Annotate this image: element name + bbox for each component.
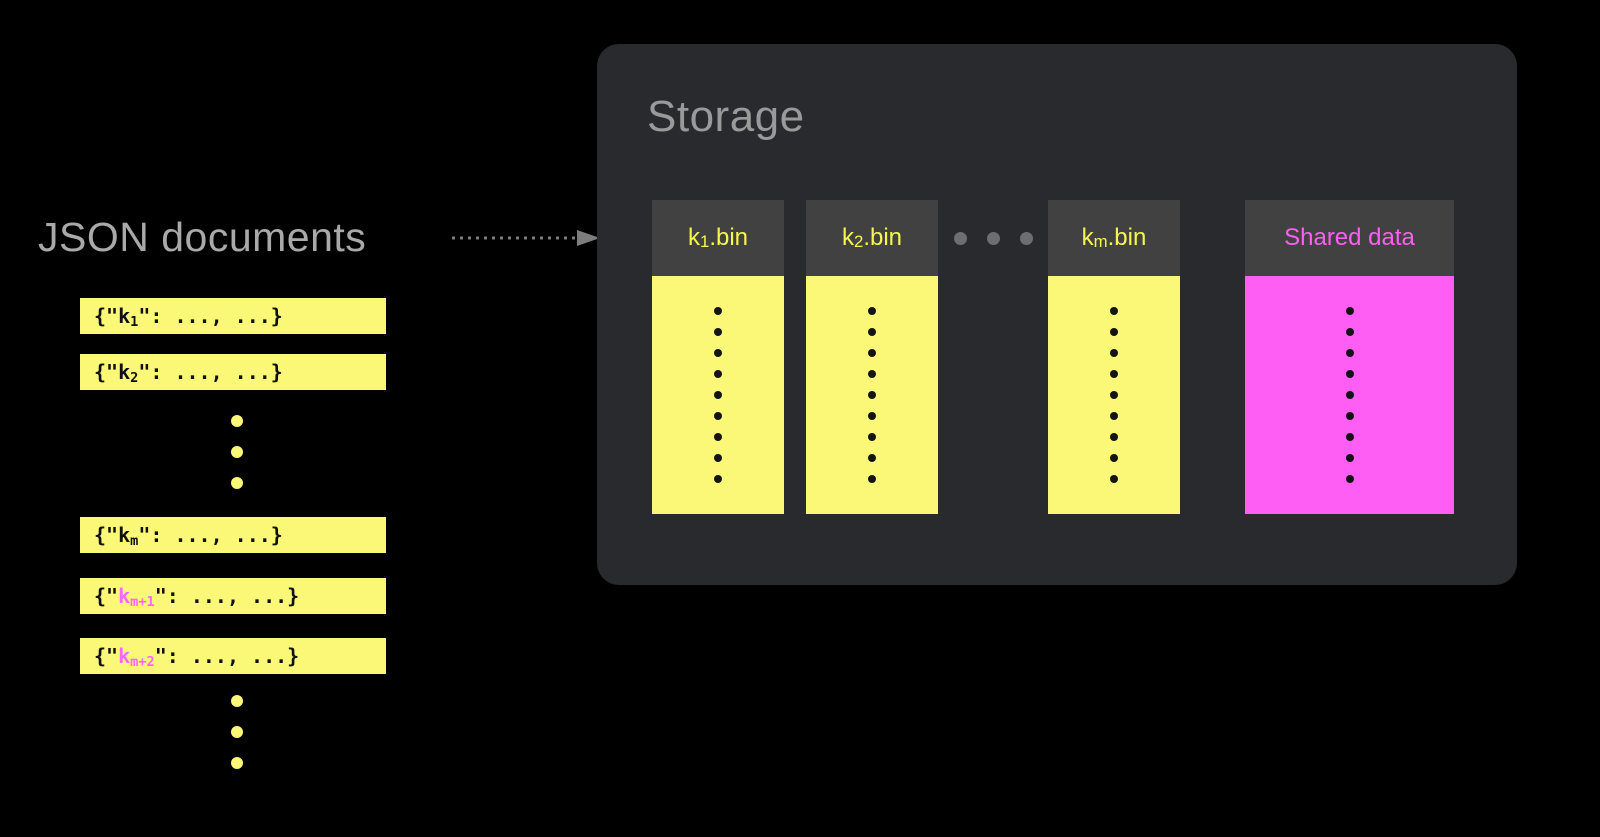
- bin-content-dot: [1110, 370, 1118, 378]
- bin-key-name: k: [841, 224, 854, 251]
- bin-content-dot: [868, 349, 876, 357]
- bin-extension: .bin: [863, 224, 903, 251]
- documents-vertical-ellipsis: [231, 695, 243, 769]
- doc-suffix: ": ..., ...}: [138, 523, 283, 547]
- doc-key-subscript: m+1: [130, 593, 155, 610]
- bin-content-dot: [1110, 454, 1118, 462]
- doc-suffix: ": ..., ...}: [138, 360, 283, 384]
- doc-prefix: {": [94, 304, 119, 328]
- bin-content-dot: [868, 328, 876, 336]
- bin-key-name: k: [687, 224, 700, 251]
- bin-content-dot: [868, 391, 876, 399]
- bin-content-dot: [868, 307, 876, 315]
- json-document-box: {"km+1": ..., ...}: [80, 578, 386, 614]
- doc-key-subscript: 1: [130, 313, 139, 330]
- storage-bin-body: [1245, 276, 1454, 514]
- doc-key-subscript: 2: [130, 369, 139, 386]
- ellipsis-dot: [231, 695, 243, 707]
- bin-key-name: k: [1081, 224, 1094, 251]
- json-document-box: {"k1": ..., ...}: [80, 298, 386, 334]
- bin-content-dot: [714, 328, 722, 336]
- bin-content-dot: [1345, 349, 1354, 357]
- json-documents-label: JSON documents: [38, 214, 367, 260]
- doc-key: km: [118, 523, 139, 549]
- bin-content-dot: [1345, 475, 1354, 483]
- ellipsis-dot: [231, 477, 243, 489]
- bin-extension: .bin: [1107, 224, 1147, 251]
- bin-content-dot: [714, 349, 722, 357]
- ellipsis-dot: [953, 231, 967, 245]
- ellipsis-dot: [231, 726, 243, 738]
- bin-content-dot: [1110, 349, 1118, 357]
- doc-key: k2: [118, 360, 139, 386]
- bin-content-dot: [714, 391, 722, 399]
- bin-content-dot: [1345, 370, 1354, 378]
- ellipsis-dot: [231, 446, 243, 458]
- documents-vertical-ellipsis: [231, 415, 243, 489]
- bin-content-dot: [714, 433, 722, 441]
- bin-content-dot: [868, 370, 876, 378]
- bin-content-dot: [1345, 412, 1354, 420]
- doc-prefix: {": [94, 523, 119, 547]
- bin-content-dot: [1345, 328, 1354, 336]
- json-document-box: {"km+2": ..., ...}: [80, 638, 386, 674]
- ellipsis-dot: [1019, 231, 1033, 245]
- dotted-arrow-icon: [452, 230, 600, 246]
- storage-bin-body: [1048, 276, 1180, 514]
- bin-content-dot: [714, 454, 722, 462]
- bin-content-dot: [714, 475, 722, 483]
- ellipsis-dot: [986, 231, 1000, 245]
- storage-bin-shared[interactable]: Shared data: [1245, 200, 1454, 514]
- bin-content-dot: [1110, 475, 1118, 483]
- storage-bin-body: [806, 276, 938, 514]
- bin-content-dot: [1345, 433, 1354, 441]
- bin-content-dot: [1110, 328, 1118, 336]
- doc-key: km+2: [118, 644, 155, 670]
- doc-suffix: ": ..., ...}: [154, 644, 300, 668]
- ellipsis-dot: [231, 415, 243, 427]
- bin-content-dot: [1345, 307, 1354, 315]
- bin-content-dot: [1110, 412, 1118, 420]
- bin-content-dot: [868, 454, 876, 462]
- storage-bin-body: [652, 276, 784, 514]
- json-document-box: {"k2": ..., ...}: [80, 354, 386, 390]
- bin-content-dot: [868, 475, 876, 483]
- storage-bin-header: Shared data: [1245, 200, 1454, 276]
- json-document-box: {"km": ..., ...}: [80, 517, 386, 553]
- doc-key-subscript: m+2: [130, 653, 155, 670]
- doc-prefix: {": [94, 584, 119, 608]
- ellipsis-dot: [231, 757, 243, 769]
- bin-content-dot: [1110, 307, 1118, 315]
- bin-content-dot: [714, 307, 722, 315]
- doc-key: k1: [118, 304, 139, 330]
- bin-content-dot: [1345, 454, 1354, 462]
- doc-suffix: ": ..., ...}: [138, 304, 283, 328]
- bin-content-dot: [714, 412, 722, 420]
- storage-title: Storage: [647, 92, 805, 141]
- bin-content-dot: [714, 370, 722, 378]
- storage-horizontal-ellipsis: [938, 200, 1048, 276]
- bin-content-dot: [1110, 391, 1118, 399]
- doc-prefix: {": [94, 644, 119, 668]
- bin-content-dot: [868, 433, 876, 441]
- bin-content-dot: [1345, 391, 1354, 399]
- doc-prefix: {": [94, 360, 119, 384]
- bin-extension: .bin: [709, 224, 749, 251]
- flow-arrow: [452, 228, 600, 248]
- doc-suffix: ": ..., ...}: [154, 584, 300, 608]
- bin-content-dot: [868, 412, 876, 420]
- bin-content-dot: [1110, 433, 1118, 441]
- doc-key: km+1: [118, 584, 155, 610]
- doc-key-subscript: m: [130, 532, 139, 549]
